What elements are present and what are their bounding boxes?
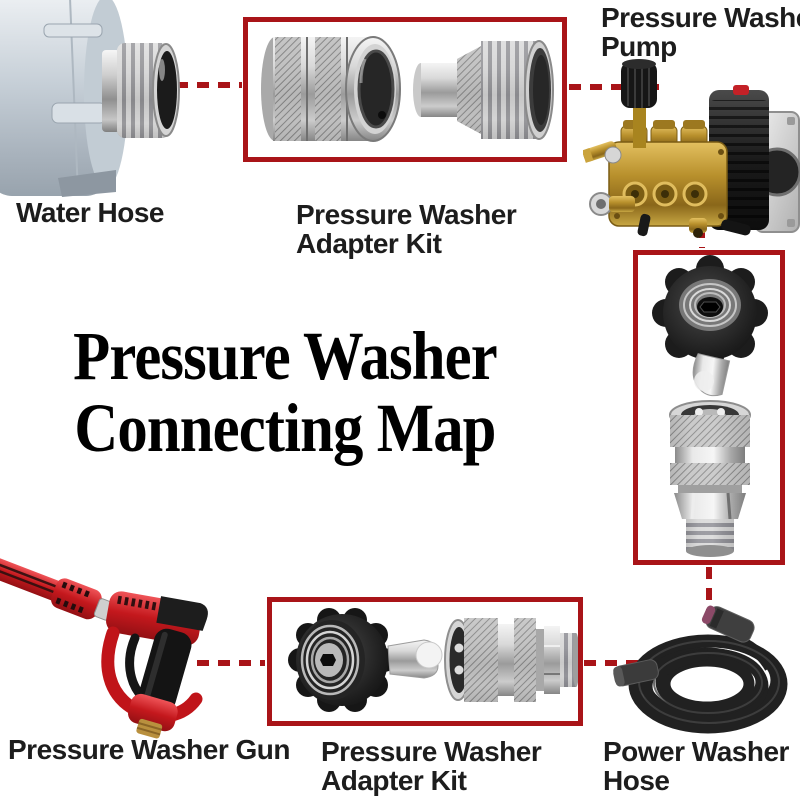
power-hose-image — [613, 605, 788, 734]
label-adapter-kit-bottom: Pressure Washer Adapter Kit — [321, 736, 542, 796]
label-power-hose-line2: Hose — [603, 764, 670, 796]
page-title-line1: Pressure Washer — [73, 318, 498, 394]
label-gun: Pressure Washer Gun — [8, 734, 291, 765]
water-hose-image — [0, 0, 180, 197]
adapter-kit-bottom-image — [288, 608, 578, 712]
m22-swivel-black — [652, 255, 768, 397]
label-power-hose: Power Washer Hose — [603, 736, 789, 796]
pump-red-cap — [733, 85, 749, 95]
label-power-hose-line1: Power Washer — [603, 736, 789, 767]
dash-adapter-kit-to-hose — [584, 660, 644, 666]
adapter-kit-bottom-box — [267, 597, 583, 726]
label-adapter-kit-bottom-line1: Pressure Washer — [321, 736, 542, 767]
pump-regulator-knob — [621, 59, 657, 148]
page-title: Pressure Washer Connecting Map — [65, 320, 505, 465]
quick-connect-stainless — [444, 618, 578, 702]
adapter-kit-top-box — [243, 17, 567, 162]
gun-image — [0, 548, 208, 739]
label-water-hose: Water Hose — [16, 197, 165, 228]
pump-inlet-fittings — [583, 141, 751, 238]
m22-set-image — [652, 255, 768, 557]
label-adapter-kit-top-line2: Adapter Kit — [296, 227, 442, 259]
gun-lance — [0, 548, 114, 621]
label-pump-line2: Pump — [601, 30, 677, 62]
m22-plug-tip — [415, 641, 443, 669]
label-adapter-kit-top-line1: Pressure Washer — [296, 199, 517, 230]
label-adapter-kit-bottom-line2: Adapter Kit — [321, 764, 467, 796]
label-gun-text: Pressure Washer Gun — [8, 734, 291, 765]
quick-connect-stainless — [669, 400, 751, 557]
female-quick-connect-coupler — [261, 36, 401, 142]
hose-metal-collar — [102, 50, 120, 132]
pump-image — [583, 59, 800, 238]
adapter-kit-top-image — [261, 36, 554, 142]
page-title-line2: Connecting Map — [74, 390, 496, 467]
label-pump: Pressure Washer Pump — [601, 2, 800, 62]
dash-gun-to-adapter-kit — [197, 660, 265, 666]
male-garden-hose-adapter — [413, 40, 554, 140]
m22-set-box — [633, 250, 785, 565]
label-water-hose-text: Water Hose — [16, 197, 165, 228]
gun-grip — [128, 628, 192, 739]
dash-water-hose-to-adapter-kit — [176, 82, 242, 88]
m22-swivel-black — [288, 608, 443, 712]
hose-fitting-top — [701, 605, 755, 643]
dash-m22-set-to-hose — [706, 567, 712, 611]
label-pump-line1: Pressure Washer — [601, 2, 800, 33]
dash-adapter-kit-to-pump — [569, 84, 659, 90]
label-adapter-kit-top: Pressure Washer Adapter Kit — [296, 199, 517, 259]
hose-plastic-body — [0, 0, 110, 196]
hose-fitting-left — [613, 659, 659, 687]
